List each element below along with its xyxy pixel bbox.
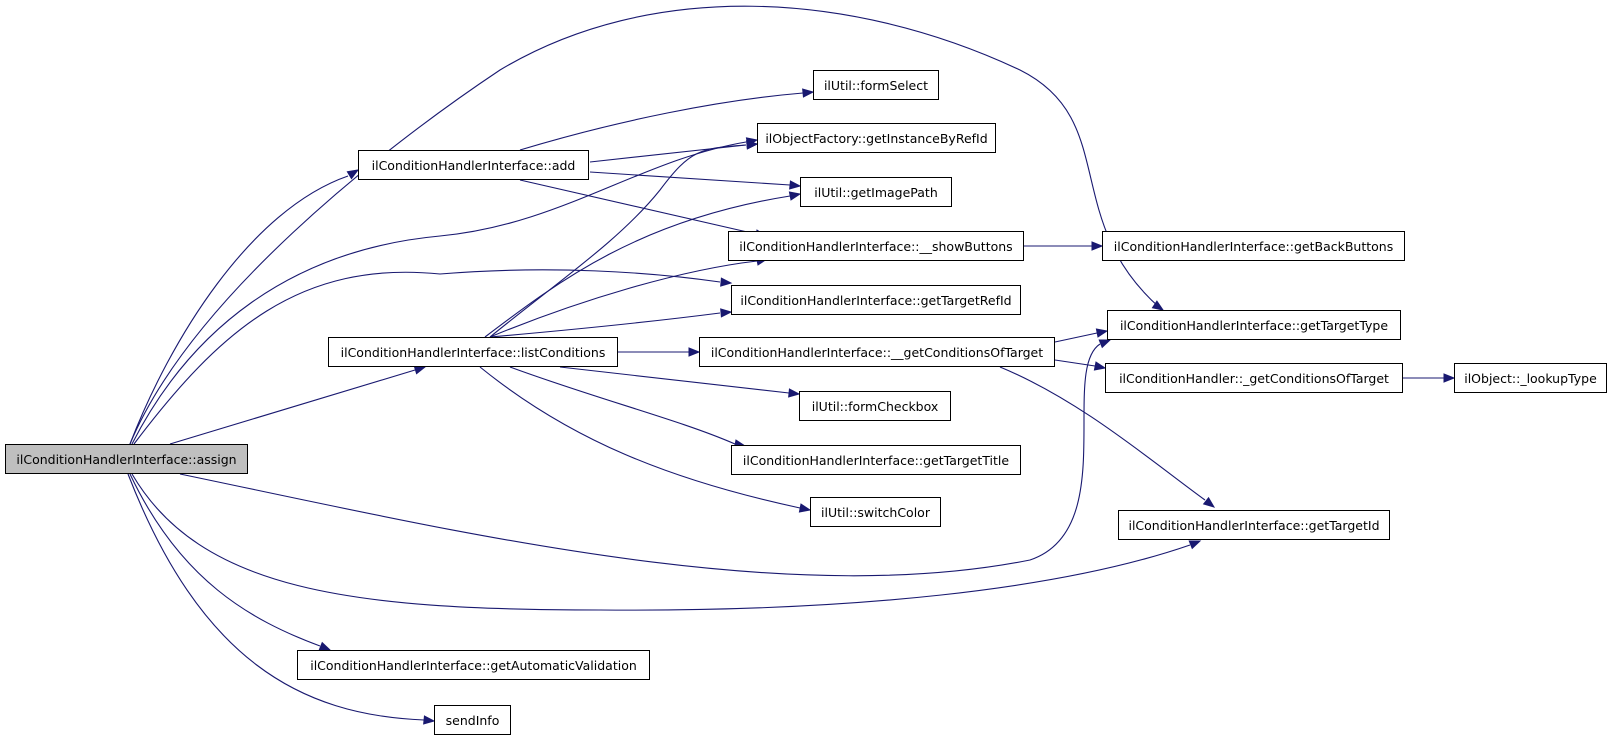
arrowhead-assign-to-get-automatic-validation [318, 641, 332, 651]
edge-add-to-get-instance-by-ref-id [589, 144, 747, 163]
arrowhead-assign-to-add [346, 169, 360, 180]
node-get-automatic-validation[interactable]: ilConditionHandlerInterface::getAutomati… [297, 650, 650, 680]
arrowhead-conditions-handler-to-lookup-type [1443, 373, 1456, 383]
edge-list-to-get-target-title [509, 366, 736, 445]
edge-add-to-form-select [519, 92, 804, 151]
node-switch-color[interactable]: ilUtil::switchColor [810, 497, 941, 527]
edge-assign-to-add [129, 175, 349, 445]
node-get-image-path[interactable]: ilUtil::getImagePath [800, 177, 952, 207]
edge-assign-to-get-target-type [129, 5, 1161, 445]
arrowhead-list-to-switch-color [798, 503, 812, 513]
node-get-instance-by-ref-id[interactable]: ilObjectFactory::getInstanceByRefId [757, 123, 996, 153]
node-form-select[interactable]: ilUtil::formSelect [813, 70, 939, 100]
node-get-target-ref-id[interactable]: ilConditionHandlerInterface::getTargetRe… [731, 285, 1021, 315]
arrowhead-list-to-form-checkbox [788, 388, 801, 398]
edge-list-to-switch-color [479, 366, 801, 509]
arrowhead-list-to-get-target-ref-id [720, 308, 733, 318]
node-assign[interactable]: ilConditionHandlerInterface::assign [5, 444, 248, 474]
arrowhead-assign-to-send-info [423, 715, 436, 725]
edge-conditions-if-to-conditions-handler [1054, 359, 1096, 367]
node-get-target-type[interactable]: ilConditionHandlerInterface::getTargetTy… [1107, 310, 1401, 340]
node-get-target-id[interactable]: ilConditionHandlerInterface::getTargetId [1118, 510, 1390, 540]
node-add[interactable]: ilConditionHandlerInterface::add [358, 150, 589, 180]
arrowhead-conditions-if-to-conditions-handler [1093, 361, 1107, 371]
arrowhead-conditions-if-to-get-target-id [1202, 496, 1216, 508]
arrowhead-conditions-if-to-get-target-type [1095, 328, 1109, 338]
arrowhead-add-to-form-select [802, 88, 815, 98]
edge-list-to-get-image-path [484, 195, 791, 338]
arrowhead-add-to-get-image-path [789, 180, 802, 190]
node-send-info[interactable]: sendInfo [434, 705, 511, 735]
arrowhead-list-to-get-image-path [788, 191, 802, 201]
arrowhead-list-to-get-conditions-of-target-interface [688, 347, 701, 357]
arrowhead-assign-to-list-conditions [413, 365, 427, 375]
edge-assign-to-send-info [127, 473, 425, 721]
node-show-buttons[interactable]: ilConditionHandlerInterface::__showButto… [728, 231, 1024, 261]
edge-assign-to-get-automatic-validation [129, 473, 321, 647]
arrowhead-show-buttons-to-get-back-buttons [1091, 241, 1104, 251]
node-list-conditions[interactable]: ilConditionHandlerInterface::listConditi… [328, 337, 618, 367]
edge-conditions-if-to-get-target-id [999, 366, 1206, 501]
edge-assign-to-get-target-ref-id [133, 269, 721, 445]
edge-assign-to-list-conditions [169, 369, 416, 445]
edge-list-to-get-target-ref-id [489, 312, 721, 338]
node-lookup-type[interactable]: ilObject::_lookupType [1454, 363, 1607, 393]
node-form-checkbox[interactable]: ilUtil::formCheckbox [799, 391, 951, 421]
arrowhead-assign-to-get-target-id [1188, 540, 1202, 550]
edge-add-to-show-buttons [519, 179, 757, 235]
node-get-conditions-of-target-handler[interactable]: ilConditionHandler::_getConditionsOfTarg… [1105, 363, 1403, 393]
call-edges [127, 5, 1456, 725]
node-get-conditions-of-target-interface[interactable]: ilConditionHandlerInterface::__getCondit… [699, 337, 1055, 367]
arrowhead-list-to-get-instance-by-ref-id [746, 140, 759, 150]
arrowhead-assign-to-get-target-type-lower [1098, 339, 1112, 349]
edge-list-to-show-buttons [489, 260, 758, 338]
edge-conditions-if-to-get-target-type [1054, 332, 1098, 343]
arrowhead-assign-to-get-target-ref-id [720, 277, 733, 287]
edge-assign-to-get-target-type-lower [179, 343, 1101, 577]
node-get-target-title[interactable]: ilConditionHandlerInterface::getTargetTi… [731, 445, 1021, 475]
node-get-back-buttons[interactable]: ilConditionHandlerInterface::getBackButt… [1102, 231, 1405, 261]
edge-add-to-get-image-path [589, 171, 791, 186]
edge-assign-to-get-target-id [131, 473, 1191, 611]
edge-assign-to-get-instance-by-ref-id [131, 141, 747, 445]
edge-list-to-form-checkbox [559, 366, 790, 394]
arrowhead-assign-to-get-target-type [1151, 300, 1165, 311]
